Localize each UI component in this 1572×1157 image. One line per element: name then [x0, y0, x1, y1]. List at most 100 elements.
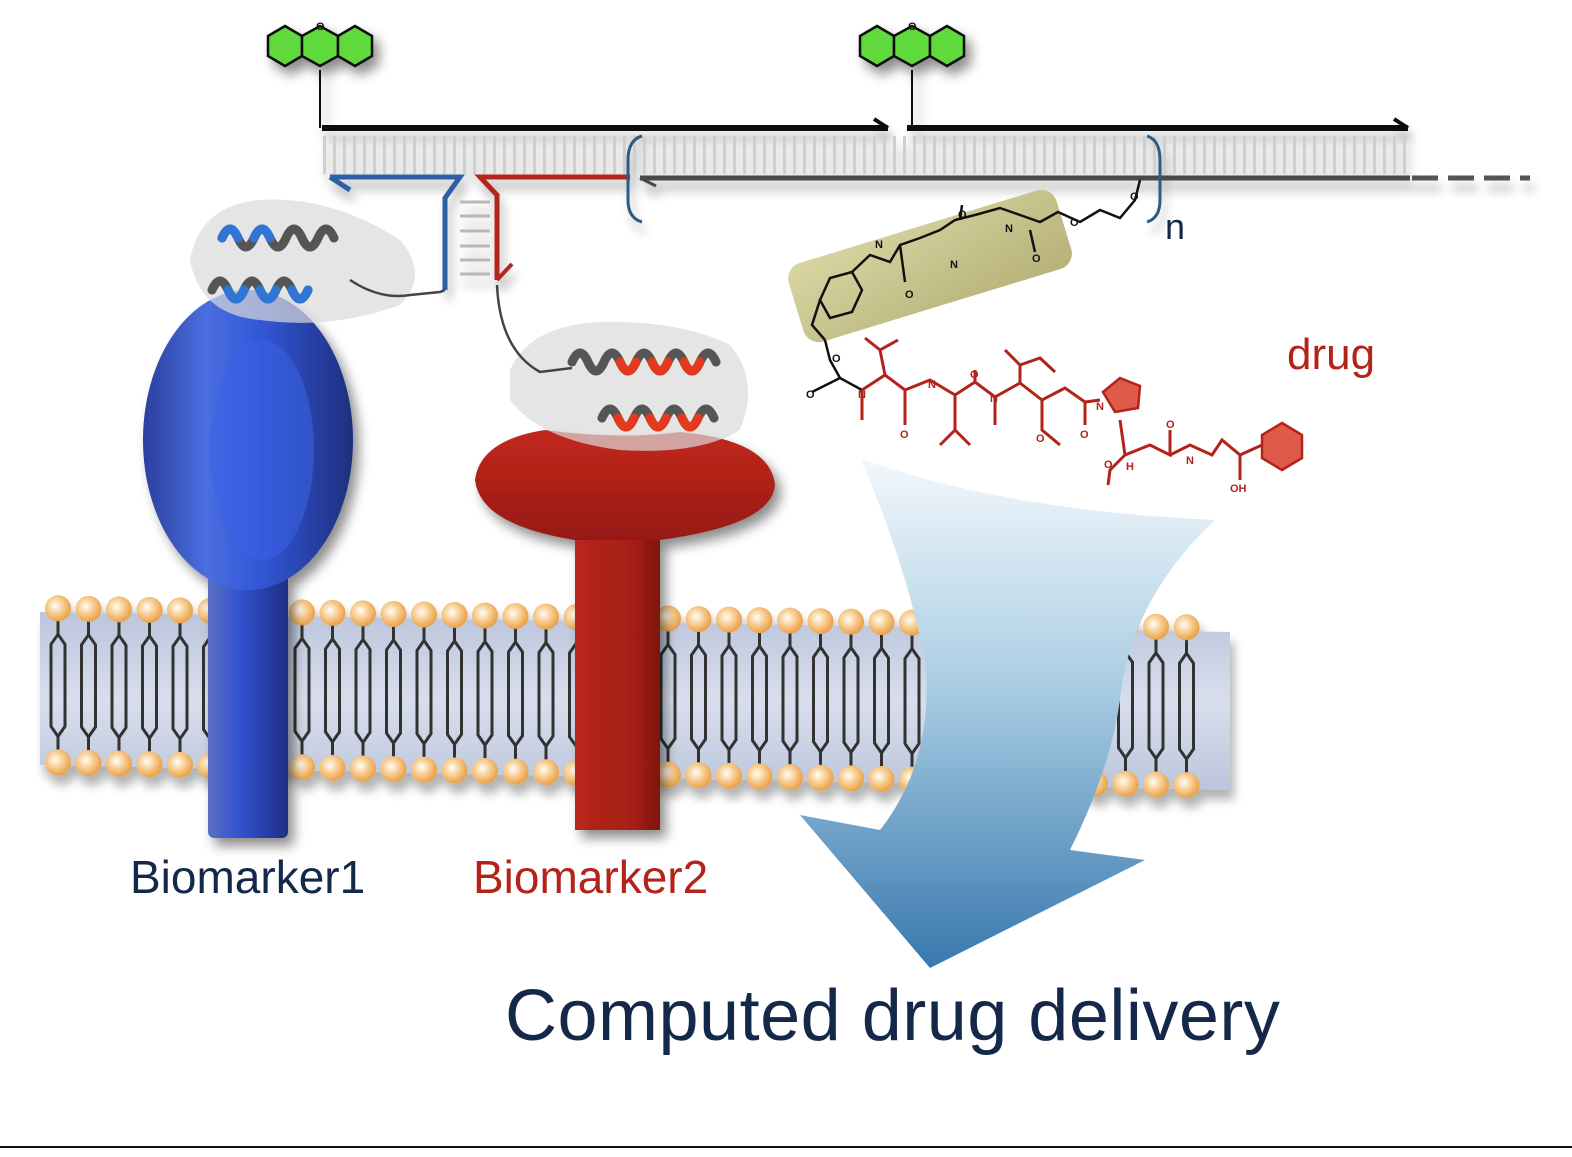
- delivery-arrow-icon: [800, 458, 1215, 968]
- lipid-head-inner: [136, 751, 163, 778]
- linker-atom: O: [1032, 253, 1041, 265]
- lipid-head-inner: [685, 762, 712, 789]
- linker-atom: N: [875, 239, 883, 251]
- lipid-tail: [812, 633, 829, 766]
- lipid-tail: [903, 634, 921, 768]
- lipid-head-outer: [838, 608, 864, 635]
- linker-atom: O: [905, 289, 914, 301]
- linker-atom: O: [958, 209, 967, 221]
- pyrrolidine-ring: [1101, 376, 1142, 414]
- lipid-head-inner: [1173, 772, 1200, 799]
- biomarker2-stem: [575, 500, 660, 830]
- lipid-tail: [1147, 638, 1165, 773]
- lipid-head-inner: [45, 749, 71, 776]
- top-strand-2-arrowhead: [1392, 117, 1410, 130]
- drug-atom: OH: [1230, 483, 1247, 495]
- lipid-tail: [171, 622, 189, 753]
- lipid-tail: [659, 630, 677, 763]
- lipid-head-outer: [319, 599, 346, 626]
- lipid-head-inner: [411, 756, 437, 783]
- lipid-tail: [446, 626, 463, 759]
- biomarker2-receptor: [475, 430, 775, 830]
- lipid-head-outer: [411, 601, 437, 628]
- hybridization-rungs: [460, 200, 490, 276]
- linker-atom: N: [950, 259, 958, 271]
- linker-structure: N O N O N O O O: [788, 179, 1142, 343]
- lipid-head-inner: [441, 757, 468, 784]
- drug-atom: N: [858, 389, 866, 401]
- lipid-tail: [324, 624, 341, 756]
- lipid-head-outer: [167, 597, 193, 624]
- lipid-head-inner: [533, 759, 559, 786]
- figure-title: Computed drug delivery: [505, 976, 1281, 1056]
- bottom-divider: [0, 1146, 1572, 1148]
- dna-base-pairs: [322, 136, 1412, 174]
- lipid-head-inner: [838, 765, 864, 792]
- biomarker1-receptor: [143, 290, 353, 838]
- lipid-head-inner: [75, 749, 102, 776]
- lipid-head-inner: [746, 763, 773, 790]
- lipid-tail: [781, 632, 799, 766]
- drug-atom: N: [928, 379, 936, 391]
- binder-2-surface: [510, 321, 748, 451]
- lipid-head-outer: [106, 596, 132, 623]
- biomarker1-stem: [208, 560, 288, 838]
- drug-atom: N: [990, 393, 998, 405]
- lipid-head-outer: [75, 595, 102, 622]
- binder-1-surface: [190, 199, 415, 323]
- lipid-tail: [1178, 639, 1195, 774]
- lipid-head-inner: [716, 762, 742, 789]
- lipid-tail: [507, 627, 524, 760]
- drug-atom: O: [1104, 459, 1113, 471]
- lipid-head-outer: [441, 601, 468, 628]
- drug-atom: O: [832, 353, 841, 365]
- biomarker1-label: Biomarker1: [130, 851, 366, 903]
- fluorophore-2-oxygen: O: [908, 21, 917, 33]
- fluorophore-1: O: [266, 21, 374, 128]
- lipid-tail: [842, 633, 860, 767]
- lipid-head-inner: [167, 751, 193, 778]
- repeat-n-label: n: [1165, 206, 1186, 247]
- binder-1-tether: [349, 278, 446, 298]
- lipid-tail: [873, 634, 890, 767]
- drug-structure: O O N N O O N O O N O H O N OH: [806, 336, 1304, 495]
- top-strand-1-arrowhead: [872, 117, 890, 130]
- drug-atom: O: [1036, 433, 1045, 445]
- binder-2-protein: [495, 284, 748, 451]
- lipid-tail: [751, 632, 768, 765]
- phenyl-ring: [1260, 421, 1304, 472]
- lipid-head-inner: [807, 764, 834, 791]
- repeat-bracket-right: [1146, 134, 1162, 224]
- lipid-tail: [476, 627, 494, 759]
- drug-atom: O: [900, 429, 909, 441]
- lipid-head-inner: [655, 761, 681, 788]
- lipid-head-inner: [289, 754, 315, 781]
- fluorophore-2: O: [858, 21, 966, 128]
- lipid-head-outer: [289, 599, 315, 626]
- drug-atom: O: [806, 389, 815, 401]
- fluorophore-1-oxygen: O: [316, 21, 325, 33]
- biomarker2-label: Biomarker2: [473, 851, 709, 903]
- lipid-head-outer: [380, 600, 407, 627]
- lipid-head-inner: [868, 765, 895, 792]
- binder-2-tether: [495, 284, 573, 374]
- red-adapter-strand: [474, 174, 630, 280]
- blue-adapter-strand: [330, 174, 465, 290]
- linker-atom: O: [1130, 191, 1139, 203]
- lipid-head-outer: [868, 609, 895, 636]
- lipid-tail: [110, 621, 128, 752]
- biomarker2-head: [475, 430, 775, 540]
- lipid-head-outer: [807, 608, 834, 635]
- binder-1-helices: [207, 224, 339, 304]
- lipid-head-inner: [1143, 771, 1169, 798]
- linker-atom: N: [1005, 223, 1013, 235]
- lipid-head-inner: [380, 756, 407, 783]
- drug-atom: N: [1186, 455, 1194, 467]
- lipid-tail: [49, 620, 67, 751]
- lipid-head-outer: [655, 605, 681, 632]
- binder-2-helices: [567, 348, 721, 432]
- lipid-tail: [415, 626, 433, 758]
- drug-atom: H: [1126, 461, 1134, 473]
